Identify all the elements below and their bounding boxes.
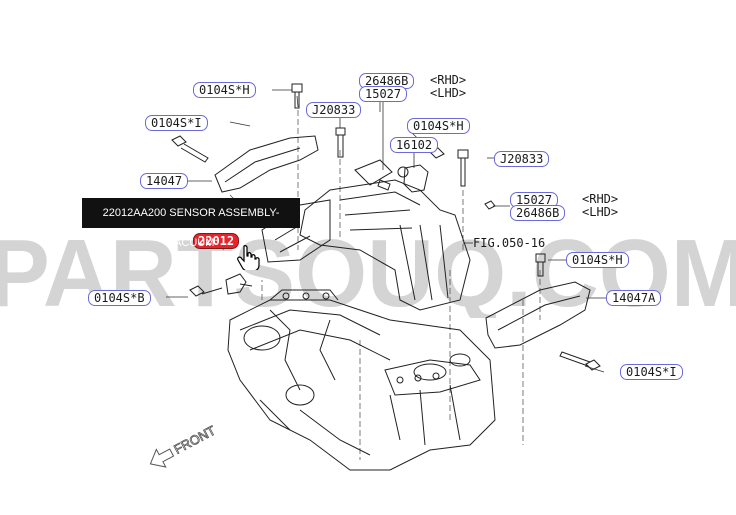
callout-22012-highlighted[interactable]: 22012 bbox=[193, 233, 240, 249]
vacuum-sensor bbox=[225, 273, 253, 295]
callout-0104s-h-top[interactable]: 0104S*H bbox=[193, 82, 256, 98]
note-lhd-top: <LHD> bbox=[430, 86, 467, 100]
note-lhd-right: <LHD> bbox=[582, 205, 619, 219]
bolts bbox=[171, 83, 601, 371]
front-arrow-icon bbox=[149, 448, 175, 468]
hand-cursor-icon bbox=[237, 245, 260, 270]
callout-0104s-h-mid[interactable]: 0104S*H bbox=[407, 118, 470, 134]
intake-cover-left bbox=[214, 135, 319, 193]
callout-0104s-b[interactable]: 0104S*B bbox=[88, 290, 151, 306]
callout-15027-top[interactable]: 15027 bbox=[359, 86, 408, 102]
callout-0104s-h-right[interactable]: 0104S*H bbox=[566, 252, 629, 268]
leader-lines bbox=[166, 89, 606, 373]
figure-reference[interactable]: FIG.050-16 bbox=[473, 236, 546, 250]
callout-0104s-i-left[interactable]: 0104S*I bbox=[145, 115, 208, 131]
callout-16102[interactable]: 16102 bbox=[390, 137, 439, 153]
callout-j20833-top[interactable]: J20833 bbox=[306, 102, 362, 118]
note-rhd-right: <RHD> bbox=[582, 192, 619, 206]
front-direction-indicator: FRONT bbox=[149, 422, 218, 468]
engine-block bbox=[227, 289, 496, 471]
note-rhd-top: <RHD> bbox=[430, 73, 467, 87]
callout-26486b-right[interactable]: 26486B bbox=[510, 205, 566, 221]
sensor-16102 bbox=[403, 164, 429, 193]
part-tooltip: 22012AA200 SENSOR ASSEMBLY-VACUUM bbox=[82, 198, 300, 249]
intake-manifold bbox=[261, 159, 471, 311]
intake-cover-right bbox=[485, 281, 591, 349]
callout-j20833-right[interactable]: J20833 bbox=[494, 151, 550, 167]
callout-15027-right[interactable]: 15027 bbox=[510, 192, 559, 208]
callout-14047-left[interactable]: 14047 bbox=[140, 173, 189, 189]
callout-14047a[interactable]: 14047A bbox=[606, 290, 662, 306]
front-label: FRONT bbox=[171, 423, 218, 457]
callout-0104s-i-right[interactable]: 0104S*I bbox=[620, 364, 683, 380]
